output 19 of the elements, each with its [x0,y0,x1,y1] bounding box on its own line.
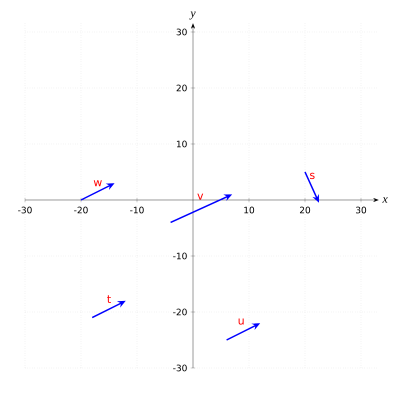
axis-label: y [189,11,196,20]
tick-label: 10 [244,206,254,214]
tick-label: -10 [173,252,187,260]
tick-label: -30 [18,206,32,214]
tick-label: -30 [173,364,187,372]
axis-label: x [382,197,388,203]
tick-label: 20 [300,206,310,214]
tick-label: 30 [356,206,366,214]
tick-label: 30 [176,28,187,36]
tick-label: -20 [74,206,88,214]
vector-label: v [197,194,204,200]
vector-label: t [107,295,111,303]
tick-label: 20 [176,84,187,92]
vector-label: u [238,318,244,325]
tick-label: -20 [173,308,187,316]
vector-label: s [310,172,315,180]
tick-label: 10 [176,140,187,148]
tick-label: -10 [130,206,144,214]
vector-label: w [94,180,102,186]
